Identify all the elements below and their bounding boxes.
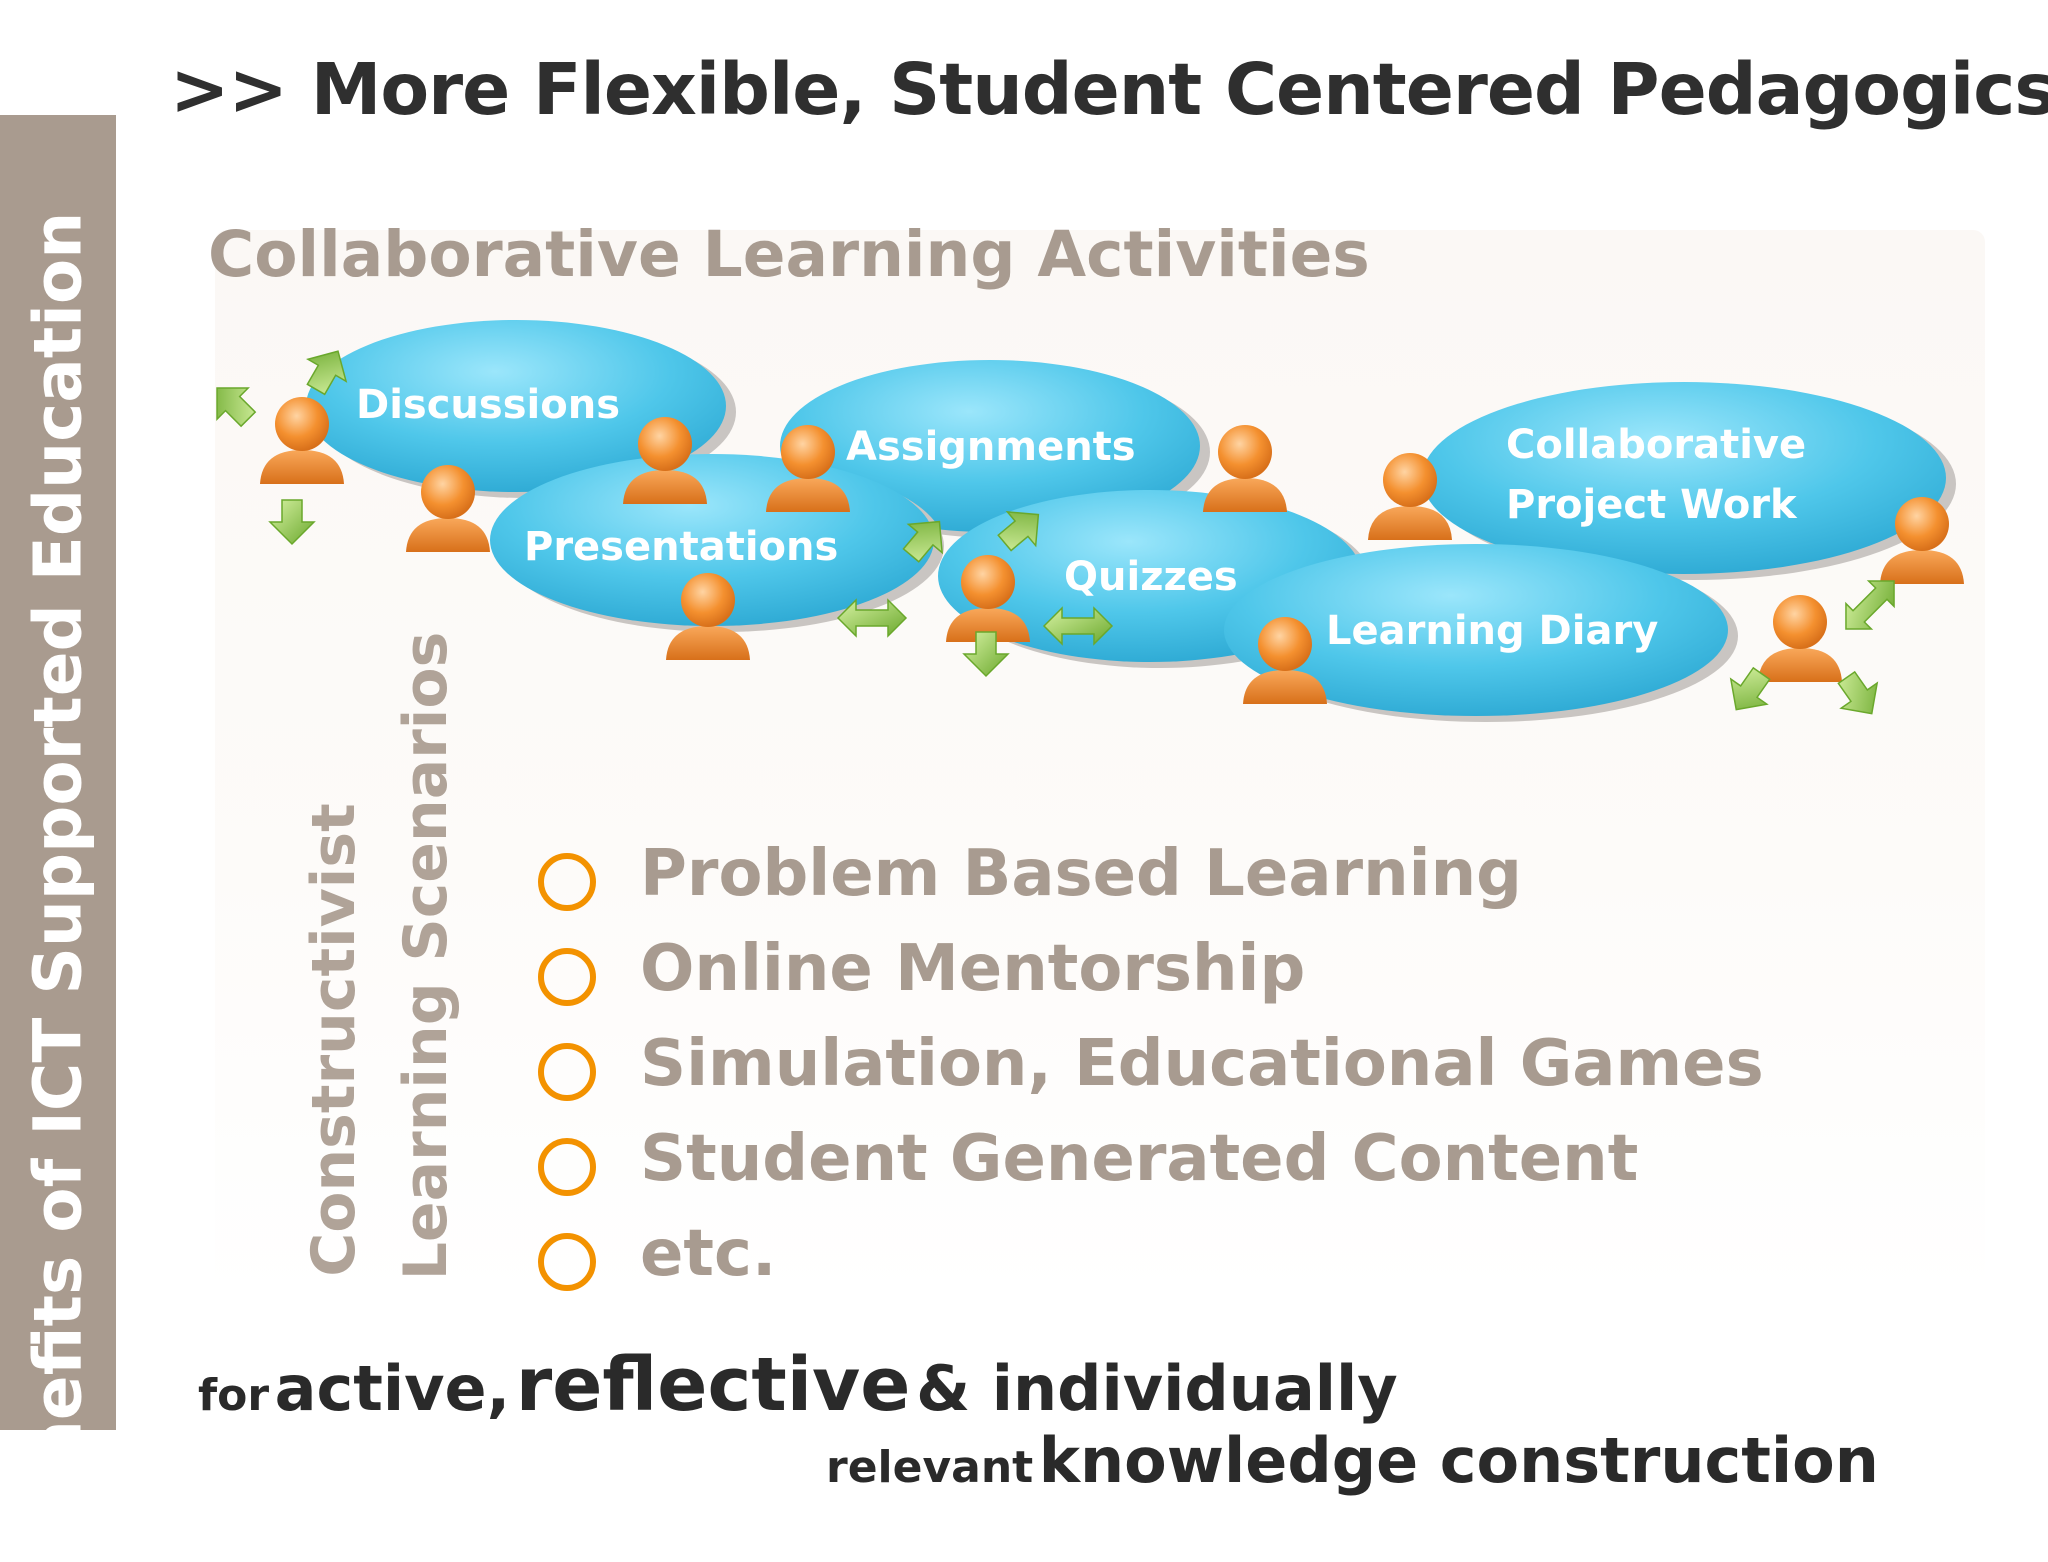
scenarios-label-line1: Constructivist bbox=[299, 803, 369, 1277]
bubble-discussions bbox=[306, 320, 736, 498]
activity-quizzes: Quizzes bbox=[1064, 554, 1238, 600]
tagline-word: active, bbox=[274, 1352, 511, 1425]
scenarios-label-line2: Learning Scenarios bbox=[391, 631, 461, 1281]
tagline-emphasis: reflective bbox=[515, 1342, 911, 1428]
page-title: >> More Flexible, Student Centered Pedag… bbox=[170, 48, 2048, 131]
tagline-word: relevant bbox=[826, 1442, 1034, 1493]
scenario-text: etc. bbox=[640, 1217, 777, 1291]
tagline-word: & individually bbox=[916, 1352, 1398, 1425]
activity-discussions: Discussions bbox=[356, 382, 621, 428]
activity-project-work-line1: Collaborative bbox=[1506, 422, 1807, 468]
sidebar: Benefits of ICT Supported Education bbox=[0, 115, 116, 1562]
scenario-text: Simulation, Educational Games bbox=[640, 1027, 1764, 1101]
scenario-text: Student Generated Content bbox=[640, 1122, 1639, 1196]
circle-bullet-icon bbox=[538, 1138, 596, 1196]
person-icon bbox=[1758, 595, 1842, 682]
activity-assignments: Assignments bbox=[846, 424, 1136, 470]
activity-learning-diary: Learning Diary bbox=[1326, 608, 1659, 654]
person-icon bbox=[1203, 425, 1287, 512]
activities-heading: Collaborative Learning Activities bbox=[208, 218, 1370, 291]
circle-bullet-icon bbox=[538, 1233, 596, 1291]
activity-project-work-line2: Project Work bbox=[1506, 482, 1797, 528]
bubble-project-work bbox=[1422, 382, 1956, 580]
scenario-text: Problem Based Learning bbox=[640, 837, 1522, 911]
circle-bullet-icon bbox=[538, 948, 596, 1006]
arrow-icon bbox=[269, 499, 315, 545]
tagline-line2: relevant knowledge construction bbox=[826, 1424, 1879, 1497]
tagline-word: knowledge construction bbox=[1038, 1424, 1879, 1497]
tagline-word: for bbox=[198, 1370, 270, 1421]
bubble-learning-diary bbox=[1224, 544, 1738, 722]
circle-bullet-icon bbox=[538, 1043, 596, 1101]
scenario-text: Online Mentorship bbox=[640, 932, 1306, 1006]
activity-presentations: Presentations bbox=[524, 524, 839, 570]
tagline-line1: for active, reflective & individually bbox=[198, 1342, 1398, 1428]
circle-bullet-icon bbox=[538, 853, 596, 911]
arrow-icon bbox=[200, 371, 265, 436]
